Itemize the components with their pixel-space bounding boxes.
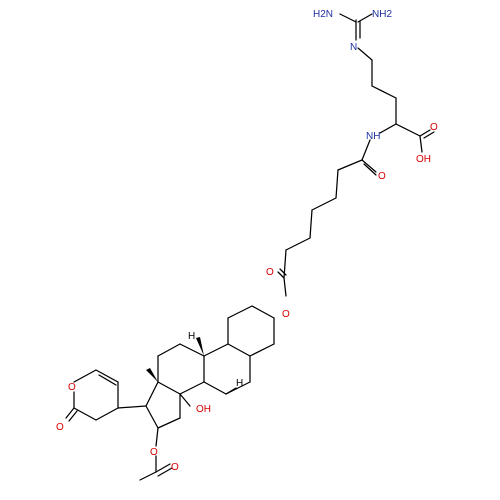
hydroxyl-label: OH [196, 404, 211, 415]
acetate-group [139, 427, 173, 481]
wedge-bond [196, 337, 204, 356]
bond [371, 85, 397, 99]
amine-label: H2N [313, 9, 333, 20]
bond [65, 407, 75, 419]
bond [227, 343, 251, 357]
bond [423, 131, 435, 139]
lactone-carbonyl-o-label: O [56, 422, 64, 433]
stereo-h-label: H [188, 331, 195, 342]
bond [117, 405, 147, 409]
bond [157, 381, 181, 395]
bond [225, 387, 237, 395]
bond [179, 343, 205, 357]
arginine-side-chain [339, 13, 435, 153]
ester-carbonyl-o-label: O [266, 267, 274, 278]
amide-nh-label: NH [366, 131, 380, 142]
bond [155, 427, 159, 447]
bond [363, 163, 377, 176]
bond [335, 169, 339, 199]
bond [155, 463, 171, 473]
bond [337, 159, 363, 171]
bond [157, 343, 181, 357]
ester-link-o-label: O [282, 309, 290, 320]
bond [311, 197, 337, 211]
bond [419, 135, 423, 153]
bond [249, 343, 275, 357]
bond [227, 305, 253, 319]
amide-o-label: O [378, 171, 386, 182]
bond [361, 139, 371, 161]
bond [279, 268, 287, 276]
bond [283, 277, 287, 297]
bond [145, 381, 159, 407]
bond [179, 381, 205, 395]
ring-oxygen-label: O [68, 382, 76, 393]
bond [251, 305, 275, 319]
bond [339, 13, 357, 23]
bond [157, 417, 181, 429]
bond [98, 374, 117, 386]
imine-nitrogen-label: N [350, 42, 357, 53]
acetate-carbonyl-o-label: O [171, 462, 179, 473]
bond [95, 369, 119, 383]
bond [419, 129, 431, 137]
bond [277, 271, 285, 279]
wedge-bond [146, 368, 158, 382]
bond [95, 407, 119, 421]
bond [285, 237, 311, 251]
bond [179, 393, 191, 407]
atom-labels: H2N NH2 N NH O OH O O O OH O O O O H H [56, 9, 438, 473]
stereo-h-label: H [236, 378, 243, 389]
bond [357, 13, 373, 23]
acetate-link-o-label: O [150, 447, 158, 458]
bond [395, 123, 421, 137]
bond [145, 405, 159, 429]
bond [68, 410, 78, 422]
amine-label: NH2 [372, 9, 392, 20]
carboxyl-o-label: O [430, 122, 438, 133]
bond [357, 47, 373, 61]
bond [309, 209, 313, 239]
bond [157, 467, 173, 477]
bond [361, 159, 377, 173]
linker-chain [277, 139, 377, 297]
bond [203, 343, 229, 357]
bond [203, 381, 227, 395]
carboxyl-oh-label: OH [416, 154, 431, 165]
bond [139, 471, 157, 481]
steroid-core [145, 305, 275, 429]
pyranone-ring [65, 369, 147, 422]
bond [73, 369, 97, 383]
bond [73, 407, 97, 421]
bond [379, 123, 397, 134]
